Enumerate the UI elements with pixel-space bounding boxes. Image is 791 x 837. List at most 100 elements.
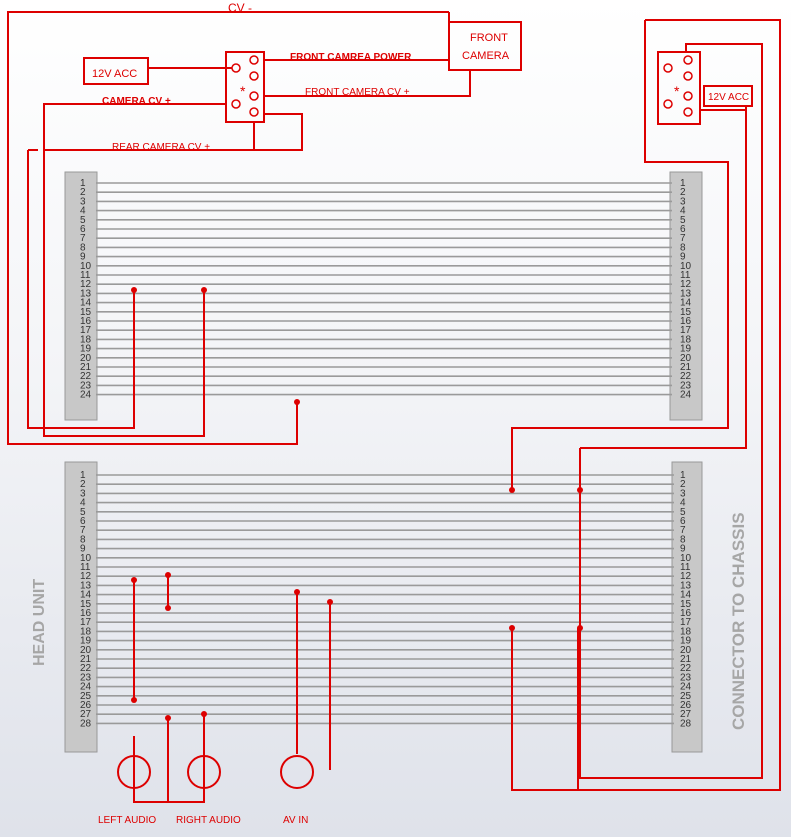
top-right-pin-24: 24 bbox=[680, 390, 692, 401]
top-right-pin-4: 4 bbox=[680, 206, 686, 217]
bottom-right-pin-28: 28 bbox=[680, 718, 692, 729]
bottom-left-pin-8: 8 bbox=[80, 534, 86, 545]
head-unit-label: HEAD UNIT bbox=[31, 579, 48, 666]
top-right-pin-22: 22 bbox=[680, 371, 692, 382]
bottom-left-pin-25: 25 bbox=[80, 691, 92, 702]
bottom-right-pin-4: 4 bbox=[680, 498, 686, 509]
bottom-right-pin-10: 10 bbox=[680, 553, 692, 564]
top-left-pin-18: 18 bbox=[80, 334, 92, 345]
front-camera-label: FRONT bbox=[470, 32, 508, 44]
bottom-right-pin-12: 12 bbox=[680, 571, 692, 582]
bottom-left-pin-20: 20 bbox=[80, 645, 92, 656]
bottom-left-pin-4: 4 bbox=[80, 498, 86, 509]
bottom-right-pin-11: 11 bbox=[680, 562, 691, 573]
left-audio-label: LEFT AUDIO bbox=[98, 815, 156, 826]
bottom-right-pin-3: 3 bbox=[680, 488, 686, 499]
top-left-pin-14: 14 bbox=[80, 298, 92, 309]
bottom-left-pin-10: 10 bbox=[80, 553, 92, 564]
bottom-left-pin-14: 14 bbox=[80, 590, 92, 601]
top-left-pin-9: 9 bbox=[80, 252, 86, 263]
front-camera-label-2: CAMERA bbox=[462, 50, 510, 62]
camera-cv-label: CAMERA CV + bbox=[102, 96, 171, 107]
bottom-right-pin-22: 22 bbox=[680, 663, 692, 674]
bottom-right-pin-17: 17 bbox=[680, 617, 692, 628]
top-right-pin-13: 13 bbox=[680, 288, 692, 299]
top-left-pin-20: 20 bbox=[80, 353, 92, 364]
bottom-left-pin-5: 5 bbox=[80, 507, 86, 518]
top-left-pin-13: 13 bbox=[80, 288, 92, 299]
top-right-pin-7: 7 bbox=[680, 233, 686, 244]
bottom-left-pin-19: 19 bbox=[80, 636, 92, 647]
bottom-left-pin-26: 26 bbox=[80, 700, 92, 711]
top-right-pin-8: 8 bbox=[680, 242, 686, 253]
top-left-pin-12: 12 bbox=[80, 279, 92, 290]
bottom-right-pin-6: 6 bbox=[680, 516, 686, 527]
bottom-right-pin-20: 20 bbox=[680, 645, 692, 656]
top-bus-lines bbox=[96, 182, 672, 396]
top-left-pin-7: 7 bbox=[80, 233, 86, 244]
cv-minus-label: CV - bbox=[228, 1, 252, 15]
av-in-label: AV IN bbox=[283, 815, 308, 826]
top-right-pin-21: 21 bbox=[680, 362, 692, 373]
top-right-pin-23: 23 bbox=[680, 380, 692, 391]
bottom-left-pin-11: 11 bbox=[80, 562, 91, 573]
bottom-right-pin-21: 21 bbox=[680, 654, 692, 665]
bottom-left-pin-9: 9 bbox=[80, 544, 86, 555]
bottom-left-connector: 1234567891011121314151617181920212223242… bbox=[64, 461, 98, 753]
bottom-left-pin-24: 24 bbox=[80, 682, 92, 693]
bottom-left-pin-21: 21 bbox=[80, 654, 92, 665]
top-right-pin-2: 2 bbox=[680, 187, 686, 198]
top-right-pin-3: 3 bbox=[680, 196, 686, 207]
bottom-left-pin-22: 22 bbox=[80, 663, 92, 674]
bottom-right-pin-13: 13 bbox=[680, 580, 692, 591]
top-right-pin-17: 17 bbox=[680, 325, 692, 336]
top-left-pin-2: 2 bbox=[80, 187, 86, 198]
top-left-pin-3: 3 bbox=[80, 196, 86, 207]
top-right-pin-5: 5 bbox=[680, 215, 686, 226]
acc-left-label: 12V ACC bbox=[92, 68, 137, 80]
front-camera-power-label: FRONT CAMREA POWER bbox=[290, 52, 412, 63]
bottom-right-pin-24: 24 bbox=[680, 682, 692, 693]
top-right-pin-1: 1 bbox=[680, 178, 686, 189]
top-left-pin-11: 11 bbox=[80, 270, 91, 281]
bottom-right-pin-15: 15 bbox=[680, 599, 692, 610]
bottom-right-pin-9: 9 bbox=[680, 544, 686, 555]
acc-right-label: 12V ACC bbox=[708, 92, 749, 103]
left-relay-star: * bbox=[240, 83, 246, 99]
top-left-pin-1: 1 bbox=[80, 178, 86, 189]
bottom-right-connector: 1234567891011121314151617181920212223242… bbox=[671, 461, 703, 753]
bottom-left-pin-1: 1 bbox=[80, 470, 86, 481]
relay-contacts bbox=[231, 55, 693, 117]
top-left-pin-10: 10 bbox=[80, 261, 92, 272]
top-right-pin-10: 10 bbox=[680, 261, 692, 272]
red-wiring bbox=[7, 11, 781, 803]
bottom-left-pin-15: 15 bbox=[80, 599, 92, 610]
bottom-left-pin-13: 13 bbox=[80, 580, 92, 591]
front-camera-cv-label: FRONT CAMERA CV + bbox=[305, 87, 410, 98]
rear-camera-cv-label: REAR CAMERA CV + bbox=[112, 142, 210, 153]
right-relay-star: * bbox=[674, 83, 680, 99]
bottom-right-pin-16: 16 bbox=[680, 608, 692, 619]
bottom-right-pin-14: 14 bbox=[680, 590, 692, 601]
bottom-left-pin-labels: 1234567891011121314151617181920212223242… bbox=[80, 470, 92, 729]
top-left-pin-6: 6 bbox=[80, 224, 86, 235]
top-right-pin-15: 15 bbox=[680, 307, 692, 318]
top-right-pin-9: 9 bbox=[680, 252, 686, 263]
bottom-right-pin-25: 25 bbox=[680, 691, 692, 702]
bottom-right-pin-23: 23 bbox=[680, 672, 692, 683]
bottom-left-pin-17: 17 bbox=[80, 617, 92, 628]
top-left-pin-23: 23 bbox=[80, 380, 92, 391]
bottom-right-pin-2: 2 bbox=[680, 479, 686, 490]
bottom-left-pin-18: 18 bbox=[80, 626, 92, 637]
top-right-pin-20: 20 bbox=[680, 353, 692, 364]
top-right-pin-18: 18 bbox=[680, 334, 692, 345]
bottom-left-pin-27: 27 bbox=[80, 709, 92, 720]
top-left-pin-4: 4 bbox=[80, 206, 86, 217]
top-right-pin-6: 6 bbox=[680, 224, 686, 235]
connector-to-chassis-label: CONNECTOR TO CHASSIS bbox=[729, 512, 748, 730]
top-right-pin-11: 11 bbox=[680, 270, 691, 281]
top-left-pin-8: 8 bbox=[80, 242, 86, 253]
